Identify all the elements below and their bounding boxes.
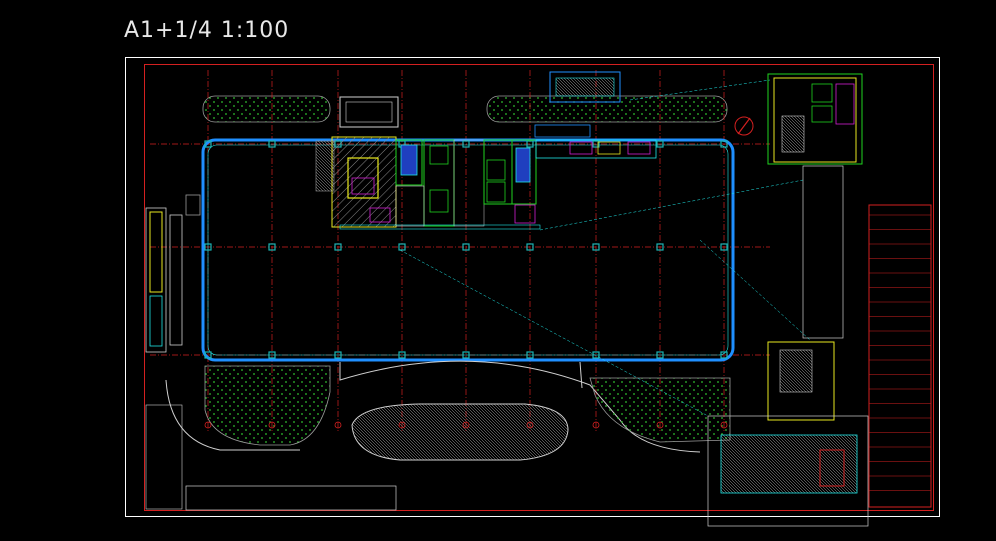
grid-bubble-icon [398,421,406,429]
column-marker [592,243,600,251]
grid-bubble-icon [268,421,276,429]
column-grid-horizontal [150,143,770,356]
column-marker [656,140,664,148]
grid-bubble-icon [462,421,470,429]
column-marker [526,140,534,148]
column-marker [268,243,276,251]
column-marker [526,243,534,251]
grid-bubble-icon [656,421,664,429]
grid-bubble-icon [526,421,534,429]
column-marker [656,351,664,359]
column-marker [656,243,664,251]
detail-top-right [767,73,863,165]
left-side-wing [145,194,201,353]
column-marker [526,351,534,359]
column-marker [204,243,212,251]
north-arrow-icon [734,116,754,136]
bottom-lawn [351,403,569,461]
structural-columns [204,140,728,359]
notes-panel [802,165,844,339]
grid-bubble-icon [204,421,212,429]
title-block [868,204,932,508]
column-marker [720,140,728,148]
column-grid-vertical [207,70,725,432]
column-marker [334,243,342,251]
column-marker [462,243,470,251]
column-marker [592,351,600,359]
column-marker [268,351,276,359]
bottom-grid-markers [204,421,728,429]
column-marker [720,243,728,251]
column-marker [462,351,470,359]
sheet-inner-border [144,64,934,511]
column-marker [592,140,600,148]
sheet-outer-frame [125,57,940,517]
detail-legend-panel [707,415,869,527]
column-marker [720,351,728,359]
grid-bubble-icon [592,421,600,429]
column-marker [398,243,406,251]
bottom-green-strips [204,365,731,446]
column-marker [204,351,212,359]
column-marker [462,140,470,148]
legend-table [145,404,397,511]
column-marker [268,140,276,148]
leader-lines [399,79,811,417]
site-road [165,360,701,453]
column-marker [398,351,406,359]
column-marker [334,351,342,359]
top-green-strips [202,95,728,128]
grid-bubble-icon [720,421,728,429]
column-marker [204,140,212,148]
grid-bubble-icon [334,421,342,429]
detail-bottom-right [767,341,835,421]
core-rooms [315,136,657,230]
top-exterior-stair [534,71,621,138]
sheet-scale-label: A1+1/4 1:100 [124,18,290,43]
